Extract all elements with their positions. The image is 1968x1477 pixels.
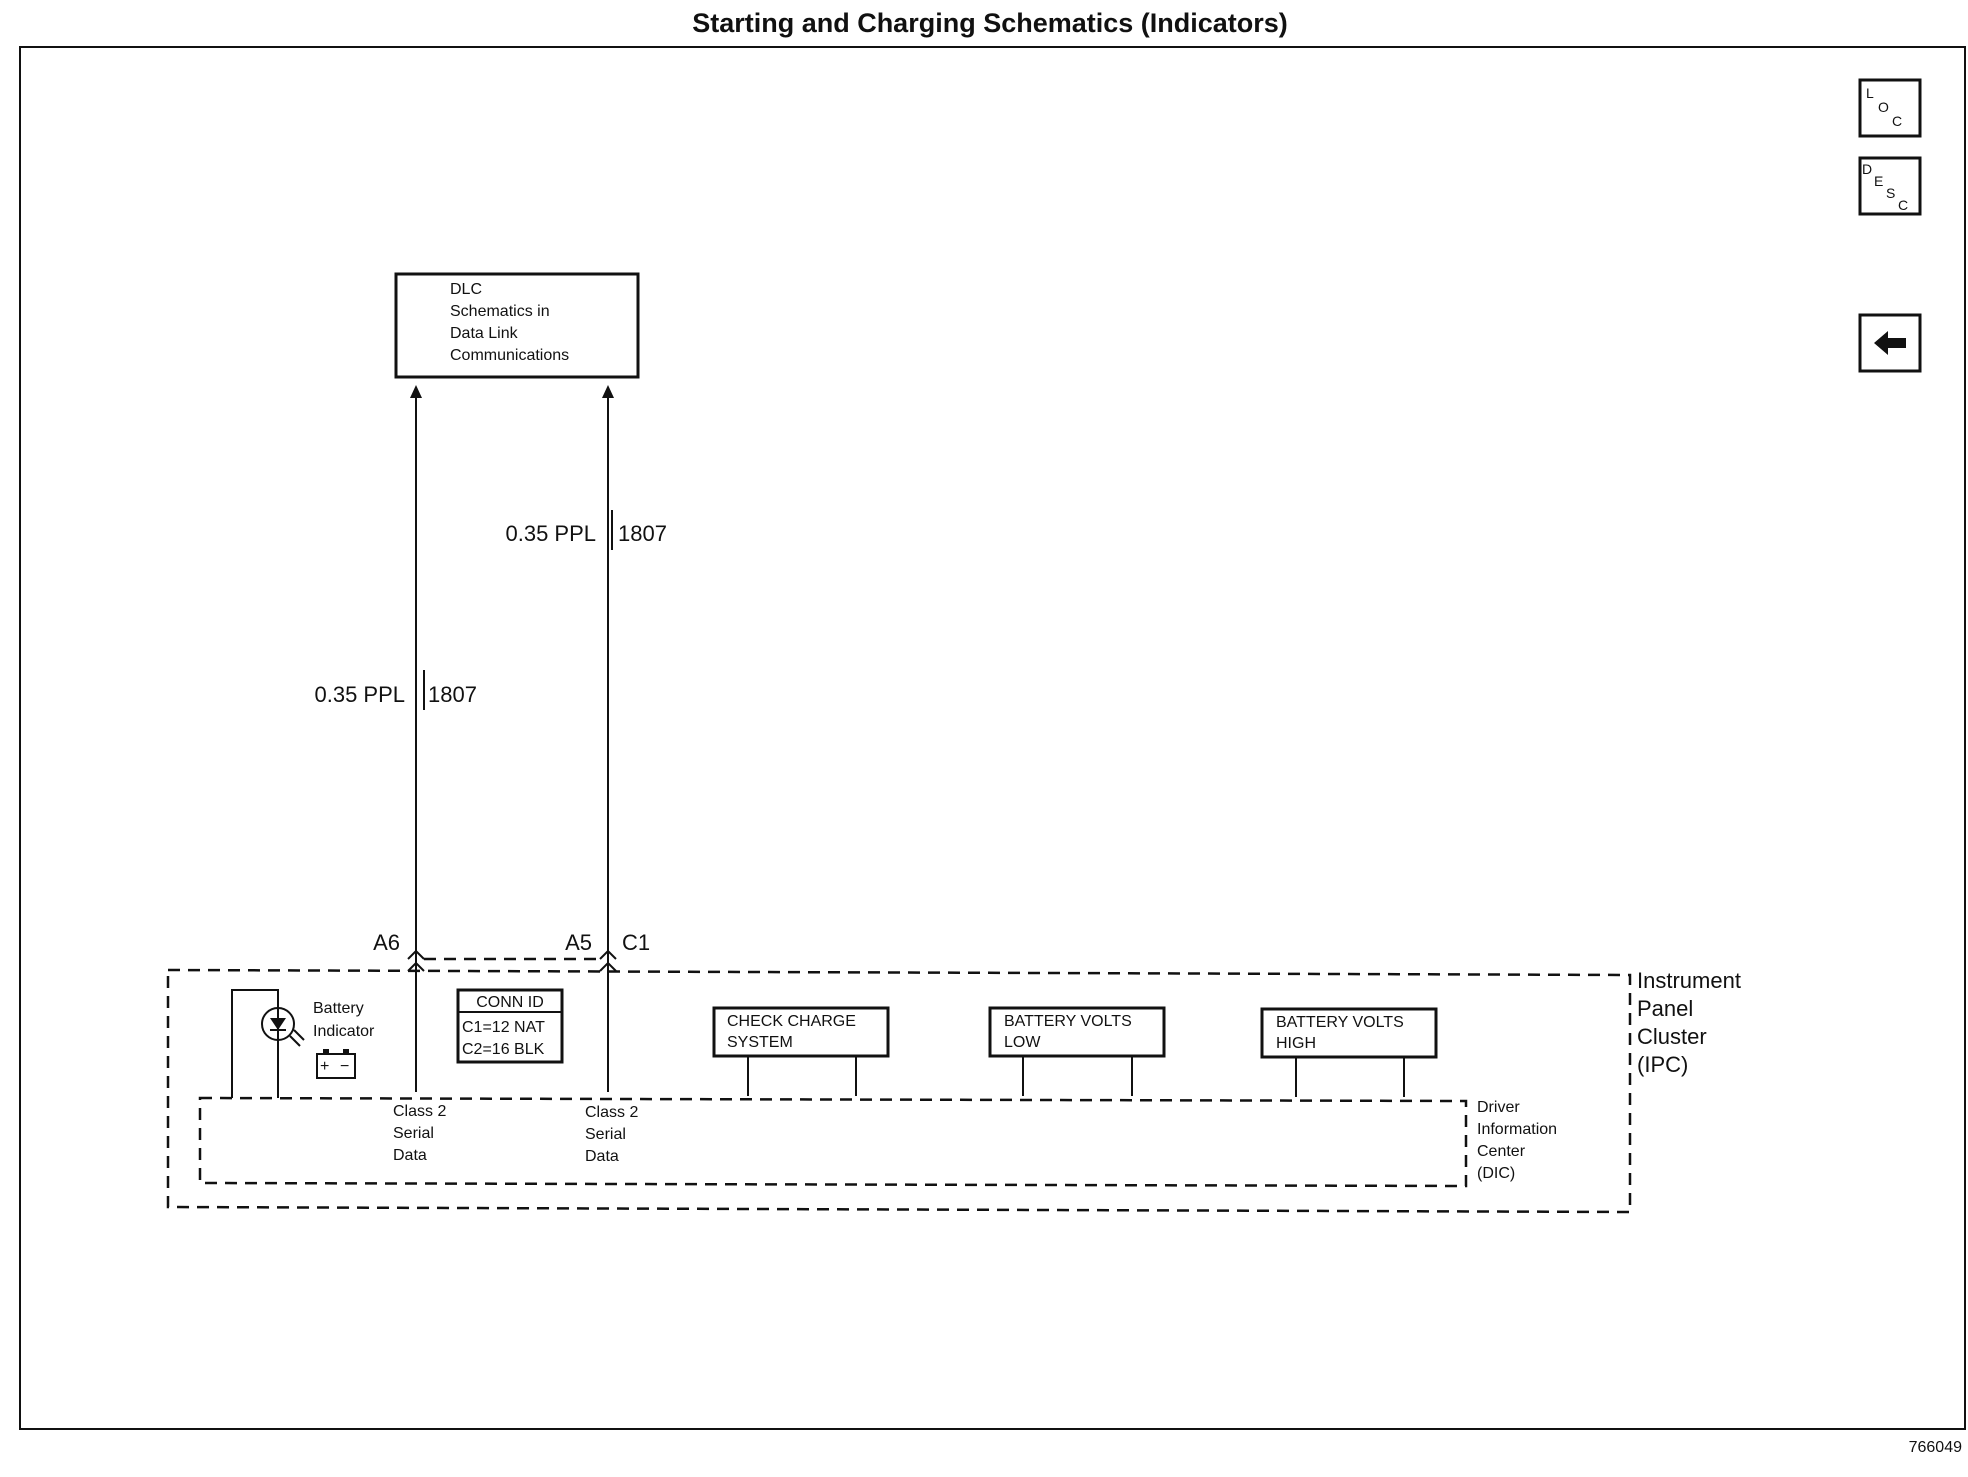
ipc-outline	[166, 968, 1632, 1214]
desc-letter-4: C	[1898, 197, 1908, 213]
wire-right-arrowhead	[602, 385, 614, 398]
indicator-bulb-icon	[261, 1007, 295, 1041]
battery-volts-low-line-2: LOW	[1004, 1034, 1041, 1051]
ipc-label-line-4: (IPC)	[1637, 1052, 1688, 1077]
wire-left-arrowhead	[410, 385, 422, 398]
led-light-ray-2	[289, 1035, 301, 1047]
check-charge-system-box: CHECK CHARGE SYSTEM	[712, 1006, 890, 1096]
ipc-label-line-3: Cluster	[1637, 1024, 1707, 1049]
battery-icon: + −	[316, 1049, 356, 1079]
loc-letter-1: L	[1866, 85, 1874, 101]
ipc-label-line-1: Instrument	[1637, 968, 1741, 993]
wire-right-gauge-color: 0.35 PPL	[505, 521, 596, 546]
battery-indicator-wiring	[231, 989, 279, 1098]
wire-left: 0.35 PPL 1807	[314, 385, 477, 1092]
conn-id-line-1: C1=12 NAT	[462, 1019, 545, 1036]
pin-a6-chevron-upper	[407, 949, 425, 960]
serial-data-right-line-2: Serial	[585, 1126, 626, 1143]
wire-right-circuit: 1807	[618, 521, 667, 546]
dlc-line-3: Data Link	[450, 325, 519, 342]
pin-a6-label: A6	[373, 930, 400, 955]
ipc-label-line-2: Panel	[1637, 996, 1693, 1021]
serial-data-left-line-3: Data	[393, 1147, 427, 1164]
battery-volts-low-box: BATTERY VOLTS LOW	[988, 1006, 1166, 1096]
battery-volts-low-line-1: BATTERY VOLTS	[1004, 1013, 1132, 1030]
wire-right: 0.35 PPL 1807	[505, 385, 667, 1092]
dic-label: Driver Information Center (DIC)	[1477, 1099, 1557, 1182]
battery-minus-sign: −	[340, 1058, 349, 1075]
serial-data-label-right: Class 2 Serial Data	[585, 1104, 638, 1165]
loc-letter-3: C	[1892, 113, 1902, 129]
ipc-label: Instrument Panel Cluster (IPC)	[1637, 968, 1741, 1077]
page-title: Starting and Charging Schematics (Indica…	[692, 8, 1288, 38]
serial-data-left-line-1: Class 2	[393, 1103, 446, 1120]
dlc-line-2: Schematics in	[450, 303, 550, 320]
desc-button[interactable]: D E S C	[1858, 156, 1922, 216]
left-arrow-icon	[1874, 331, 1906, 355]
dlc-line-1: DLC	[450, 281, 482, 298]
loc-letter-2: O	[1878, 99, 1889, 115]
serial-data-right-line-1: Class 2	[585, 1104, 638, 1121]
led-light-ray-1	[293, 1029, 305, 1041]
desc-letter-2: E	[1874, 173, 1883, 189]
check-charge-line-1: CHECK CHARGE	[727, 1013, 856, 1030]
battery-indicator-label-2: Indicator	[313, 1023, 375, 1040]
dic-outline	[198, 1096, 1468, 1188]
image-number: 766049	[1909, 1439, 1962, 1456]
battery-indicator-label-1: Battery	[313, 1000, 364, 1017]
wire-left-gauge-color: 0.35 PPL	[314, 682, 405, 707]
pin-a5-chevron-upper	[599, 949, 617, 960]
conn-id-box: CONN ID C1=12 NAT C2=16 BLK	[456, 988, 564, 1064]
dic-label-line-2: Information	[1477, 1121, 1557, 1138]
serial-data-right-line-3: Data	[585, 1148, 619, 1165]
serial-data-left-line-2: Serial	[393, 1125, 434, 1142]
battery-indicator: Battery Indicator + −	[231, 989, 375, 1098]
outer-frame	[19, 46, 1966, 1430]
pin-a6-chevron-lower	[407, 961, 425, 972]
dic-label-line-4: (DIC)	[1477, 1165, 1515, 1182]
dic-label-line-1: Driver	[1477, 1099, 1520, 1116]
dlc-line-4: Communications	[450, 347, 569, 364]
desc-letter-1: D	[1862, 161, 1872, 177]
check-charge-line-2: SYSTEM	[727, 1034, 793, 1051]
conn-id-line-2: C2=16 BLK	[462, 1041, 545, 1058]
battery-volts-high-box: BATTERY VOLTS HIGH	[1260, 1007, 1438, 1097]
loc-button[interactable]: L O C	[1858, 78, 1922, 138]
pin-a5-chevron-lower	[599, 961, 617, 972]
battery-plus-sign: +	[320, 1058, 329, 1075]
battery-volts-high-line-1: BATTERY VOLTS	[1276, 1014, 1404, 1031]
dic-label-line-3: Center	[1477, 1143, 1526, 1160]
pin-a5-label: A5	[565, 930, 592, 955]
conn-id-header: CONN ID	[476, 994, 544, 1011]
wire-left-circuit: 1807	[428, 682, 477, 707]
dlc-box: DLC Schematics in Data Link Communicatio…	[394, 272, 640, 379]
led-diode-icon	[270, 1018, 286, 1030]
back-button[interactable]	[1858, 313, 1922, 373]
connector-c1-label: C1	[622, 930, 650, 955]
desc-letter-3: S	[1886, 185, 1895, 201]
serial-data-label-left: Class 2 Serial Data	[393, 1103, 446, 1164]
battery-volts-high-line-2: HIGH	[1276, 1035, 1316, 1052]
